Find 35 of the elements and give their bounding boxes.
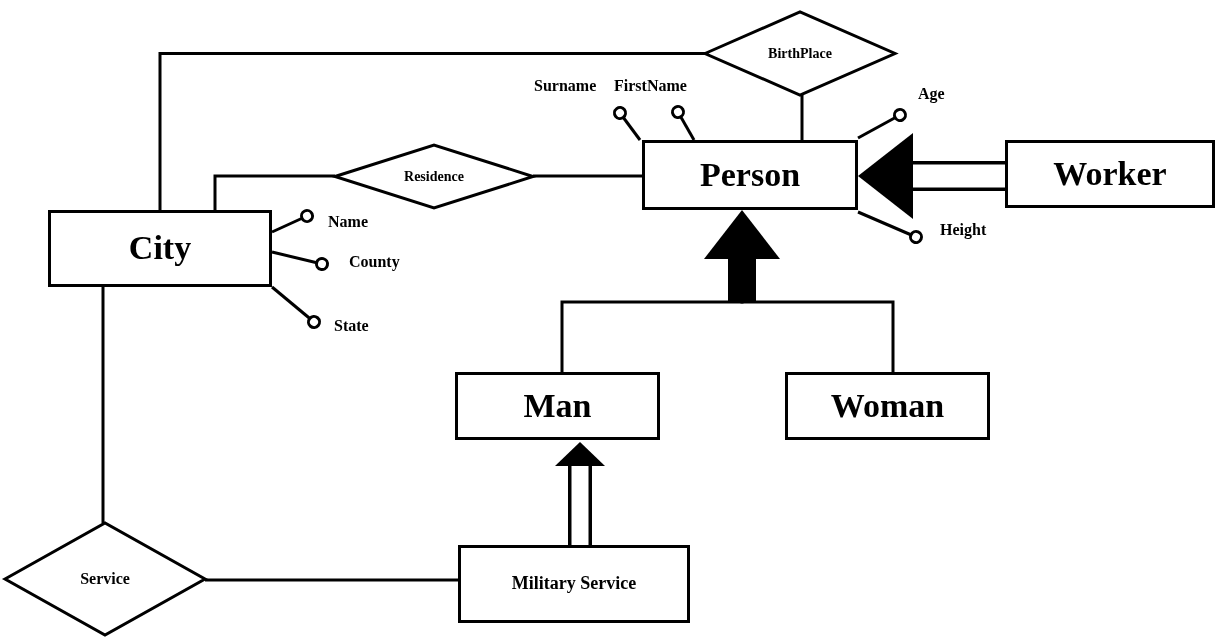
attribute-line bbox=[271, 209, 314, 234]
relationship-line bbox=[213, 174, 335, 210]
attribute-label: Height bbox=[940, 220, 1008, 240]
relationship-line bbox=[158, 52, 705, 210]
relationship-diamond bbox=[5, 523, 205, 635]
attribute-line bbox=[671, 105, 696, 141]
entity-label: Worker bbox=[1053, 153, 1167, 194]
attribute-label: FirstName bbox=[614, 76, 716, 96]
attribute-label: County bbox=[349, 252, 419, 272]
attribute-label: Surname bbox=[534, 76, 612, 96]
attribute-line bbox=[271, 250, 329, 271]
inheritance-arrow bbox=[704, 210, 780, 302]
entity-box bbox=[785, 372, 990, 440]
entity-label: City bbox=[128, 228, 192, 269]
entity-label: Military Service bbox=[511, 573, 637, 595]
entity-label: Man bbox=[523, 385, 592, 426]
attribute-line bbox=[857, 108, 907, 140]
entity-label: Person bbox=[699, 154, 801, 195]
entity-box bbox=[642, 140, 858, 210]
entity-box bbox=[48, 210, 272, 287]
attribute-line bbox=[857, 210, 923, 244]
relationship-line bbox=[800, 95, 804, 140]
attribute-label: State bbox=[334, 316, 384, 336]
entity-label: Woman bbox=[830, 385, 945, 426]
attribute-label: Age bbox=[918, 84, 962, 104]
attribute-line bbox=[271, 285, 321, 329]
entity-box bbox=[1005, 140, 1215, 208]
relationship-line bbox=[101, 287, 105, 523]
relationship-line bbox=[205, 578, 458, 582]
attribute-label: Name bbox=[328, 212, 384, 232]
relationship-line bbox=[533, 174, 642, 178]
attribute-line bbox=[613, 106, 642, 141]
entity-box bbox=[455, 372, 660, 440]
entity-box bbox=[458, 545, 690, 623]
relationship-label: Service bbox=[80, 570, 130, 588]
